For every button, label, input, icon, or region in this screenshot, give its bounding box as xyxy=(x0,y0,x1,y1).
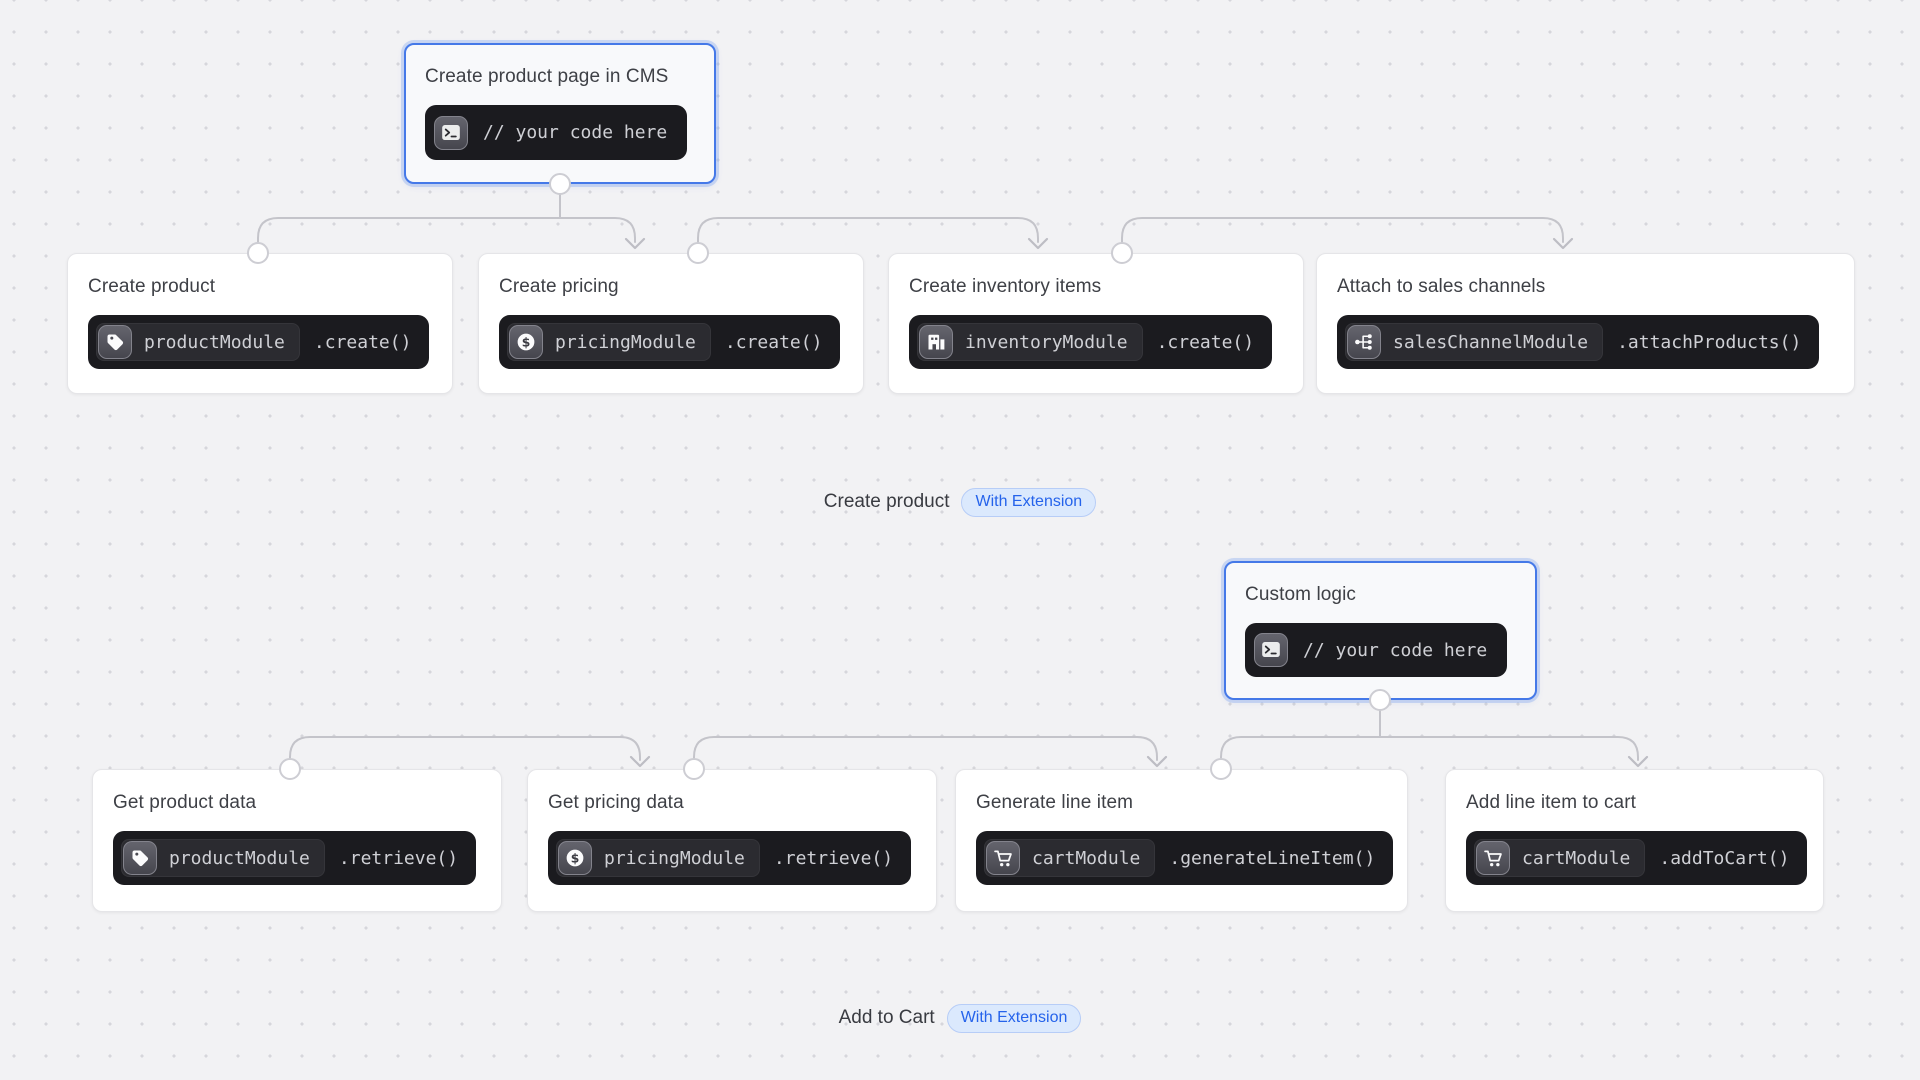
connector-rail xyxy=(289,736,641,761)
module-chip[interactable]: cartModule xyxy=(984,839,1156,877)
tag-icon xyxy=(98,325,132,359)
code-badge[interactable]: $ pricingModule .retrieve() xyxy=(548,831,912,885)
method-name: .addToCart() xyxy=(1659,847,1790,869)
node-title: Create product page in CMS xyxy=(425,66,669,87)
module-chip[interactable]: cartModule xyxy=(1474,839,1646,877)
terminal-icon xyxy=(434,115,468,150)
method-name: .create() xyxy=(313,331,412,353)
network-icon xyxy=(1347,325,1381,359)
svg-text:$: $ xyxy=(571,851,580,865)
method-name: .retrieve() xyxy=(773,847,894,869)
arrowhead-icon xyxy=(624,237,646,250)
dollar-icon: $ xyxy=(558,841,592,875)
node-title: Attach to sales channels xyxy=(1337,276,1546,297)
node-create-pricing[interactable]: Create pricing $ pricingModule .create() xyxy=(478,253,864,394)
code-badge[interactable]: salesChannelModule .attachProducts() xyxy=(1337,315,1820,369)
node-custom-logic[interactable]: Custom logic // your code here xyxy=(1224,561,1537,700)
arrowhead-icon xyxy=(1552,237,1574,250)
arrowhead-icon xyxy=(1027,237,1049,250)
method-name: .generateLineItem() xyxy=(1169,847,1376,869)
module-name: pricingModule xyxy=(604,847,745,869)
node-add-line-item-to-cart[interactable]: Add line item to cart cartModule .addToC… xyxy=(1445,769,1824,912)
node-create-product[interactable]: Create product productModule .create() xyxy=(67,253,453,394)
module-name: inventoryModule xyxy=(965,331,1128,353)
node-title: Get pricing data xyxy=(548,792,684,813)
code-placeholder: // your code here xyxy=(1303,639,1488,661)
method-name: .create() xyxy=(1156,331,1255,353)
node-generate-line-item[interactable]: Generate line item cartModule .generateL… xyxy=(955,769,1408,912)
method-name: .retrieve() xyxy=(338,847,459,869)
node-create-inventory-items[interactable]: Create inventory items inventoryModule .… xyxy=(888,253,1304,394)
node-title: Generate line item xyxy=(976,792,1134,813)
node-title: Create product xyxy=(88,276,216,297)
code-badge[interactable]: // your code here xyxy=(1245,623,1508,677)
connector-rail xyxy=(1121,217,1564,243)
connector-rail xyxy=(1220,736,1639,761)
code-badge[interactable]: productModule .create() xyxy=(88,315,430,369)
node-title: Get product data xyxy=(113,792,257,813)
building-icon xyxy=(919,325,953,359)
code-badge[interactable]: $ pricingModule .create() xyxy=(499,315,841,369)
method-name: .attachProducts() xyxy=(1617,331,1802,353)
node-title: Create inventory items xyxy=(909,276,1102,297)
connector-rail xyxy=(693,736,1158,761)
module-chip[interactable]: salesChannelModule xyxy=(1345,323,1604,361)
node-attach-to-sales-channels[interactable]: Attach to sales channels salesChannelMod… xyxy=(1316,253,1855,394)
caption-add-to-cart: Add to Cart With Extension xyxy=(0,1003,1920,1033)
cart-icon xyxy=(1476,841,1510,875)
node-get-pricing-data[interactable]: Get pricing data $ pricingModule .retrie… xyxy=(527,769,937,912)
code-placeholder: // your code here xyxy=(483,122,668,143)
connector-rail xyxy=(697,217,1039,243)
module-name: cartModule xyxy=(1522,847,1631,869)
caption-text: Add to Cart xyxy=(838,1007,935,1028)
code-badge[interactable]: productModule .retrieve() xyxy=(113,831,477,885)
module-chip[interactable]: $ pricingModule xyxy=(556,839,760,877)
code-badge[interactable]: cartModule .addToCart() xyxy=(1466,831,1808,885)
node-title: Custom logic xyxy=(1245,584,1357,605)
svg-text:$: $ xyxy=(522,335,531,349)
module-chip[interactable]: productModule xyxy=(121,839,325,877)
module-name: pricingModule xyxy=(555,331,696,353)
module-chip[interactable]: productModule xyxy=(96,323,300,361)
method-name: .create() xyxy=(724,331,823,353)
module-chip[interactable]: inventoryModule xyxy=(917,323,1143,361)
caption-text: Create product xyxy=(823,491,950,512)
module-name: salesChannelModule xyxy=(1393,331,1589,353)
terminal-icon xyxy=(1254,633,1288,667)
arrowhead-icon xyxy=(1627,755,1649,768)
arrowhead-icon xyxy=(629,755,651,768)
node-title: Add line item to cart xyxy=(1466,792,1637,813)
with-extension-badge: With Extension xyxy=(961,487,1097,517)
node-title: Create pricing xyxy=(499,276,619,297)
module-name: cartModule xyxy=(1032,847,1141,869)
module-name: productModule xyxy=(144,331,285,353)
dollar-icon: $ xyxy=(509,325,543,359)
node-get-product-data[interactable]: Get product data productModule .retrieve… xyxy=(92,769,502,912)
code-badge[interactable]: // your code here xyxy=(425,105,688,160)
connector-rail xyxy=(257,217,636,243)
caption-create-product: Create product With Extension xyxy=(0,487,1920,517)
module-name: productModule xyxy=(169,847,310,869)
cart-icon xyxy=(986,841,1020,875)
with-extension-badge: With Extension xyxy=(946,1003,1082,1033)
code-badge[interactable]: inventoryModule .create() xyxy=(909,315,1273,369)
code-badge[interactable]: cartModule .generateLineItem() xyxy=(976,831,1394,885)
tag-icon xyxy=(123,841,157,875)
arrowhead-icon xyxy=(1146,755,1168,768)
node-create-product-page-in-cms[interactable]: Create product page in CMS // your code … xyxy=(404,43,716,184)
module-chip[interactable]: $ pricingModule xyxy=(507,323,711,361)
